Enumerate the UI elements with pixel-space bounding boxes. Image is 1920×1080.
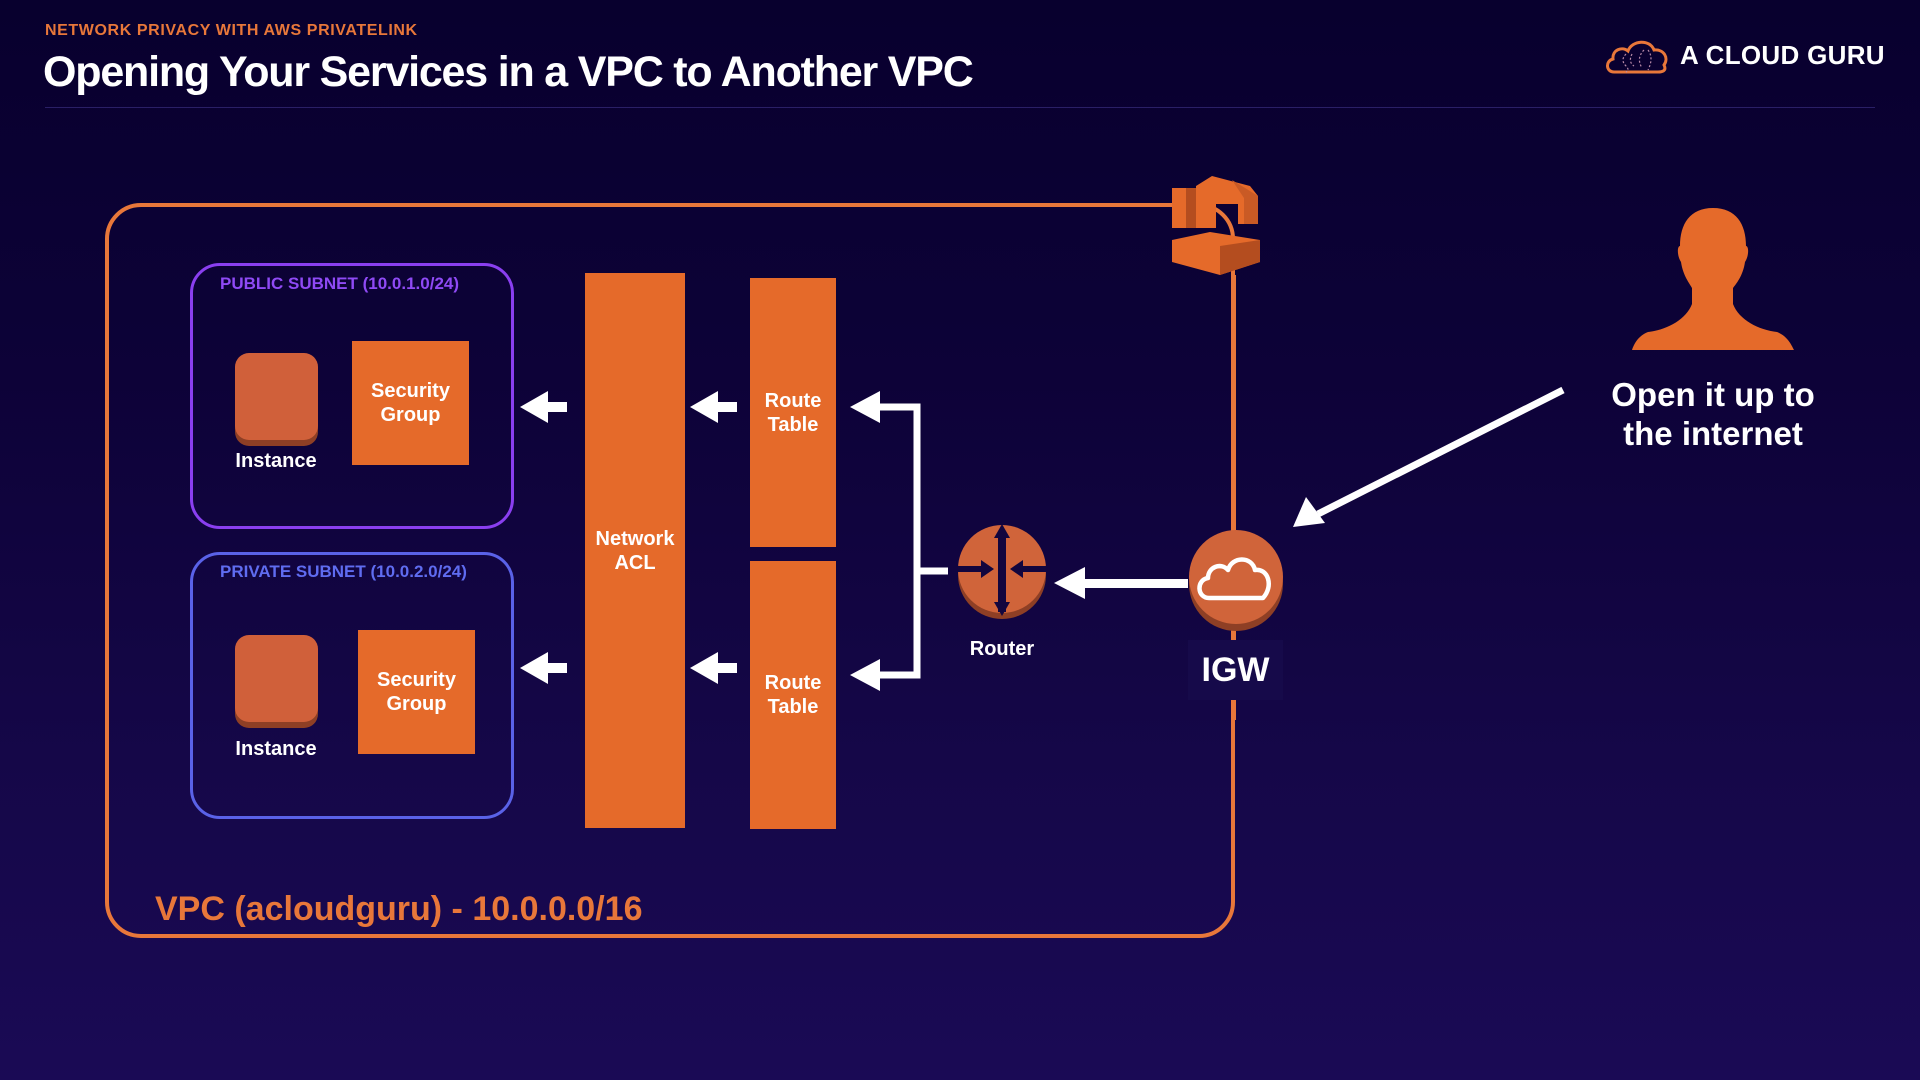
- router-icon: [958, 524, 1046, 619]
- user-icon: [1632, 208, 1794, 350]
- arrow-internet-to-igw: [1293, 386, 1565, 527]
- arrow-rt-to-acl-private: [690, 652, 737, 684]
- brand-name: A CLOUD GURU: [1680, 40, 1885, 70]
- slide-title: Opening Your Services in a VPC to Anothe…: [43, 48, 974, 96]
- arrow-acl-to-public-subnet: [520, 391, 567, 423]
- user-caption: Open it up to the internet: [1611, 376, 1815, 452]
- public-instance-label: Instance: [235, 450, 317, 472]
- arrow-igw-to-router: [1054, 567, 1188, 599]
- vpc-icon: [1172, 176, 1260, 275]
- public-subnet-title: PUBLIC SUBNET (10.0.1.0/24): [220, 274, 460, 293]
- vpc-label: VPC (acloudguru) - 10.0.0.0/16: [155, 890, 643, 928]
- route-table-public: Route Table: [750, 278, 836, 547]
- private-instance-label: Instance: [235, 738, 317, 760]
- public-instance-icon: [235, 353, 318, 440]
- public-security-group: Security Group: [352, 341, 469, 465]
- router-label: Router: [969, 638, 1035, 660]
- cloud-guru-logo-icon: [1604, 34, 1670, 76]
- slide-subtitle: NETWORK PRIVACY WITH AWS PRIVATELINK: [45, 22, 418, 39]
- private-subnet: [190, 552, 514, 819]
- cloud-icon: [1189, 530, 1283, 631]
- network-acl: Network ACL: [585, 273, 685, 828]
- igw-label: IGW: [1201, 651, 1270, 689]
- arrow-acl-to-private-subnet: [520, 652, 567, 684]
- private-security-group: Security Group: [358, 630, 475, 754]
- public-subnet: [190, 263, 514, 529]
- private-instance-icon: [235, 635, 318, 722]
- router-to-route-tables-bracket: [850, 391, 948, 691]
- route-table-private: Route Table: [750, 561, 836, 829]
- arrow-rt-to-acl-public: [690, 391, 737, 423]
- header-divider: [45, 107, 1875, 108]
- igw-label-box: [1188, 640, 1283, 700]
- private-subnet-title: PRIVATE SUBNET (10.0.2.0/24): [220, 562, 467, 581]
